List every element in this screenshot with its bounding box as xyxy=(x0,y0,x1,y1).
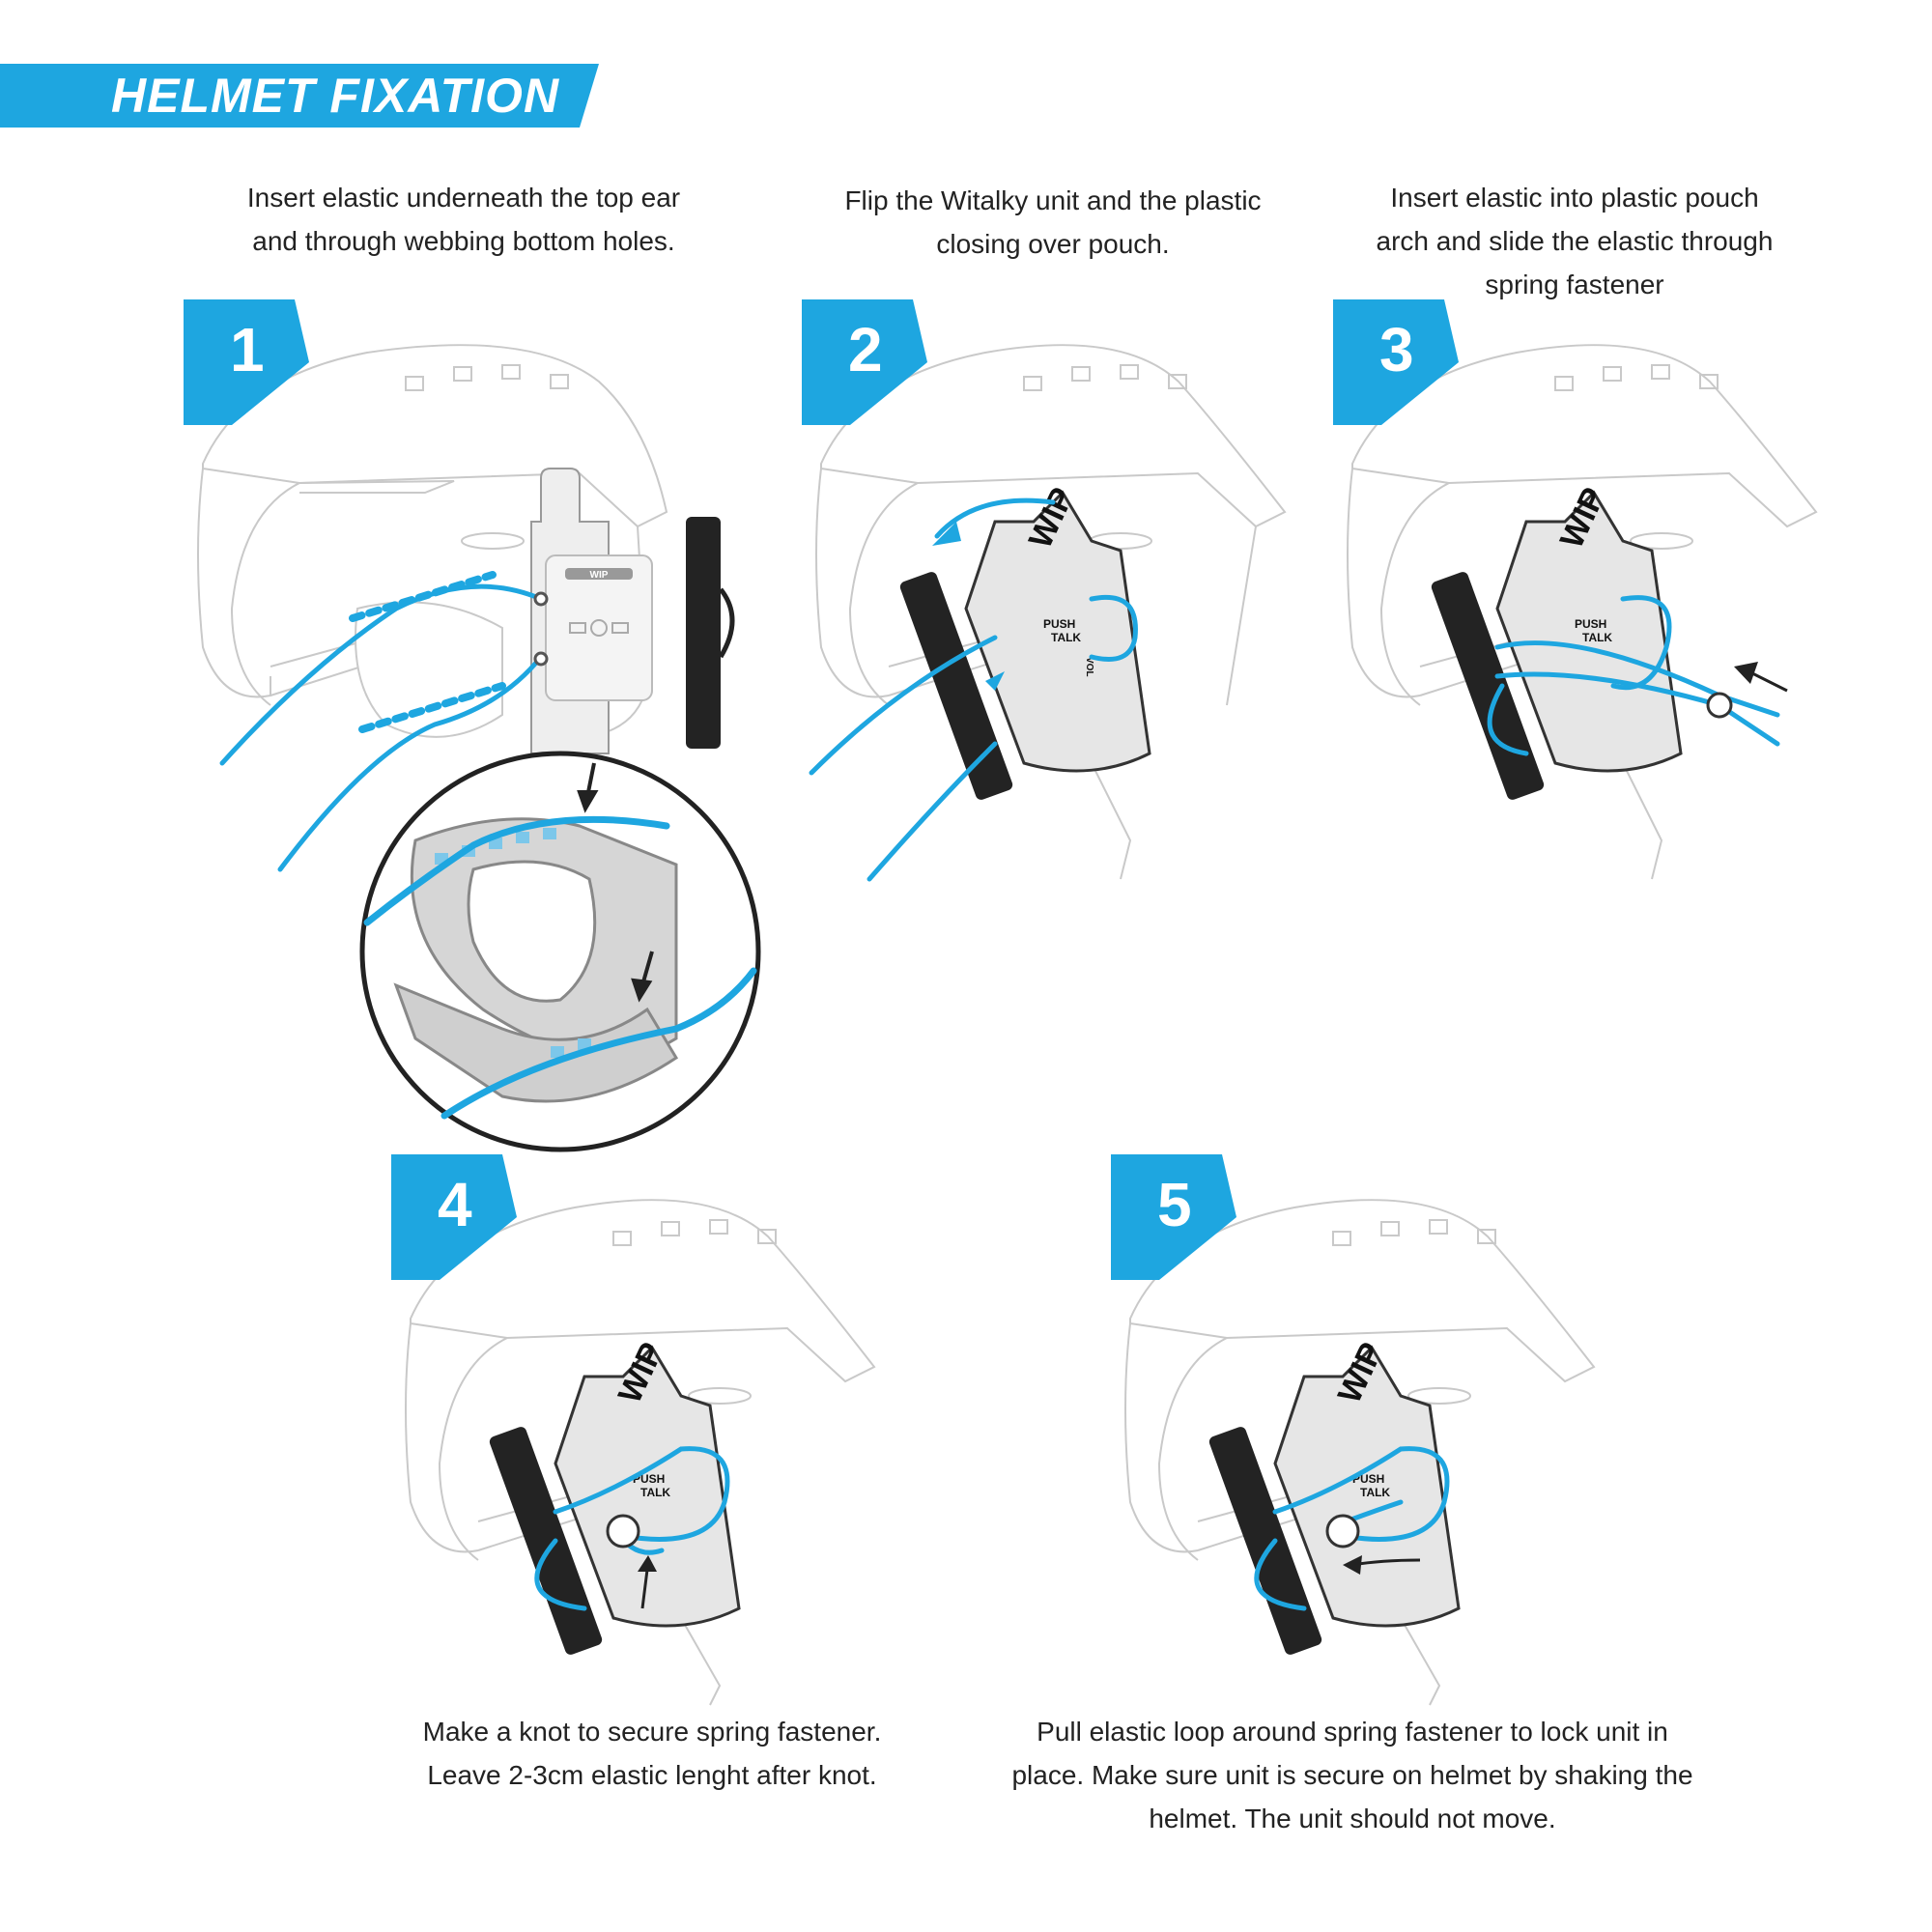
title-banner: HELMET FIXATION xyxy=(0,64,599,128)
page-title: HELMET FIXATION xyxy=(111,69,560,123)
step-5-illustration: WIP PUSH TALK xyxy=(1111,1154,1613,1706)
svg-text:TALK: TALK xyxy=(1582,631,1612,644)
svg-text:PUSH: PUSH xyxy=(1575,617,1606,631)
step-3-illustration: WIP PUSH TALK xyxy=(1333,299,1835,880)
step-3-badge: 3 xyxy=(1333,299,1459,425)
svg-text:TALK: TALK xyxy=(640,1486,670,1499)
helmet-outline xyxy=(197,344,668,735)
step-4-illustration: WIP PUSH TALK xyxy=(391,1154,894,1706)
step-5-caption: Pull elastic loop around spring fastener… xyxy=(1011,1717,1693,1833)
ear-pad-detail xyxy=(393,817,679,1103)
arrow-icons xyxy=(577,762,654,1003)
strap-bar xyxy=(686,517,735,749)
pouch: WIP PUSH TALK VOL xyxy=(964,482,1151,773)
step-5-badge: 5 xyxy=(1111,1154,1236,1280)
step-1-detail-circle xyxy=(357,749,763,1154)
svg-text:TALK: TALK xyxy=(1360,1486,1390,1499)
svg-text:PUSH: PUSH xyxy=(1043,617,1075,631)
svg-text:WIP: WIP xyxy=(590,570,609,581)
radio-unit: WIP xyxy=(530,468,653,754)
elastic-cord xyxy=(219,571,544,872)
step-4-badge: 4 xyxy=(391,1154,517,1280)
step-1-badge: 1 xyxy=(184,299,309,425)
svg-text:TALK: TALK xyxy=(1051,631,1081,644)
ear-pad xyxy=(355,601,503,738)
step-4-caption: Make a knot to secure spring fastener.Le… xyxy=(422,1717,882,1790)
svg-text:VOL: VOL xyxy=(1084,657,1094,677)
step-1-illustration: WIP xyxy=(184,299,782,879)
step-2-badge: 2 xyxy=(802,299,927,425)
banner-shape xyxy=(0,64,599,128)
step-2-illustration: WIP PUSH TALK VOL xyxy=(802,299,1304,882)
